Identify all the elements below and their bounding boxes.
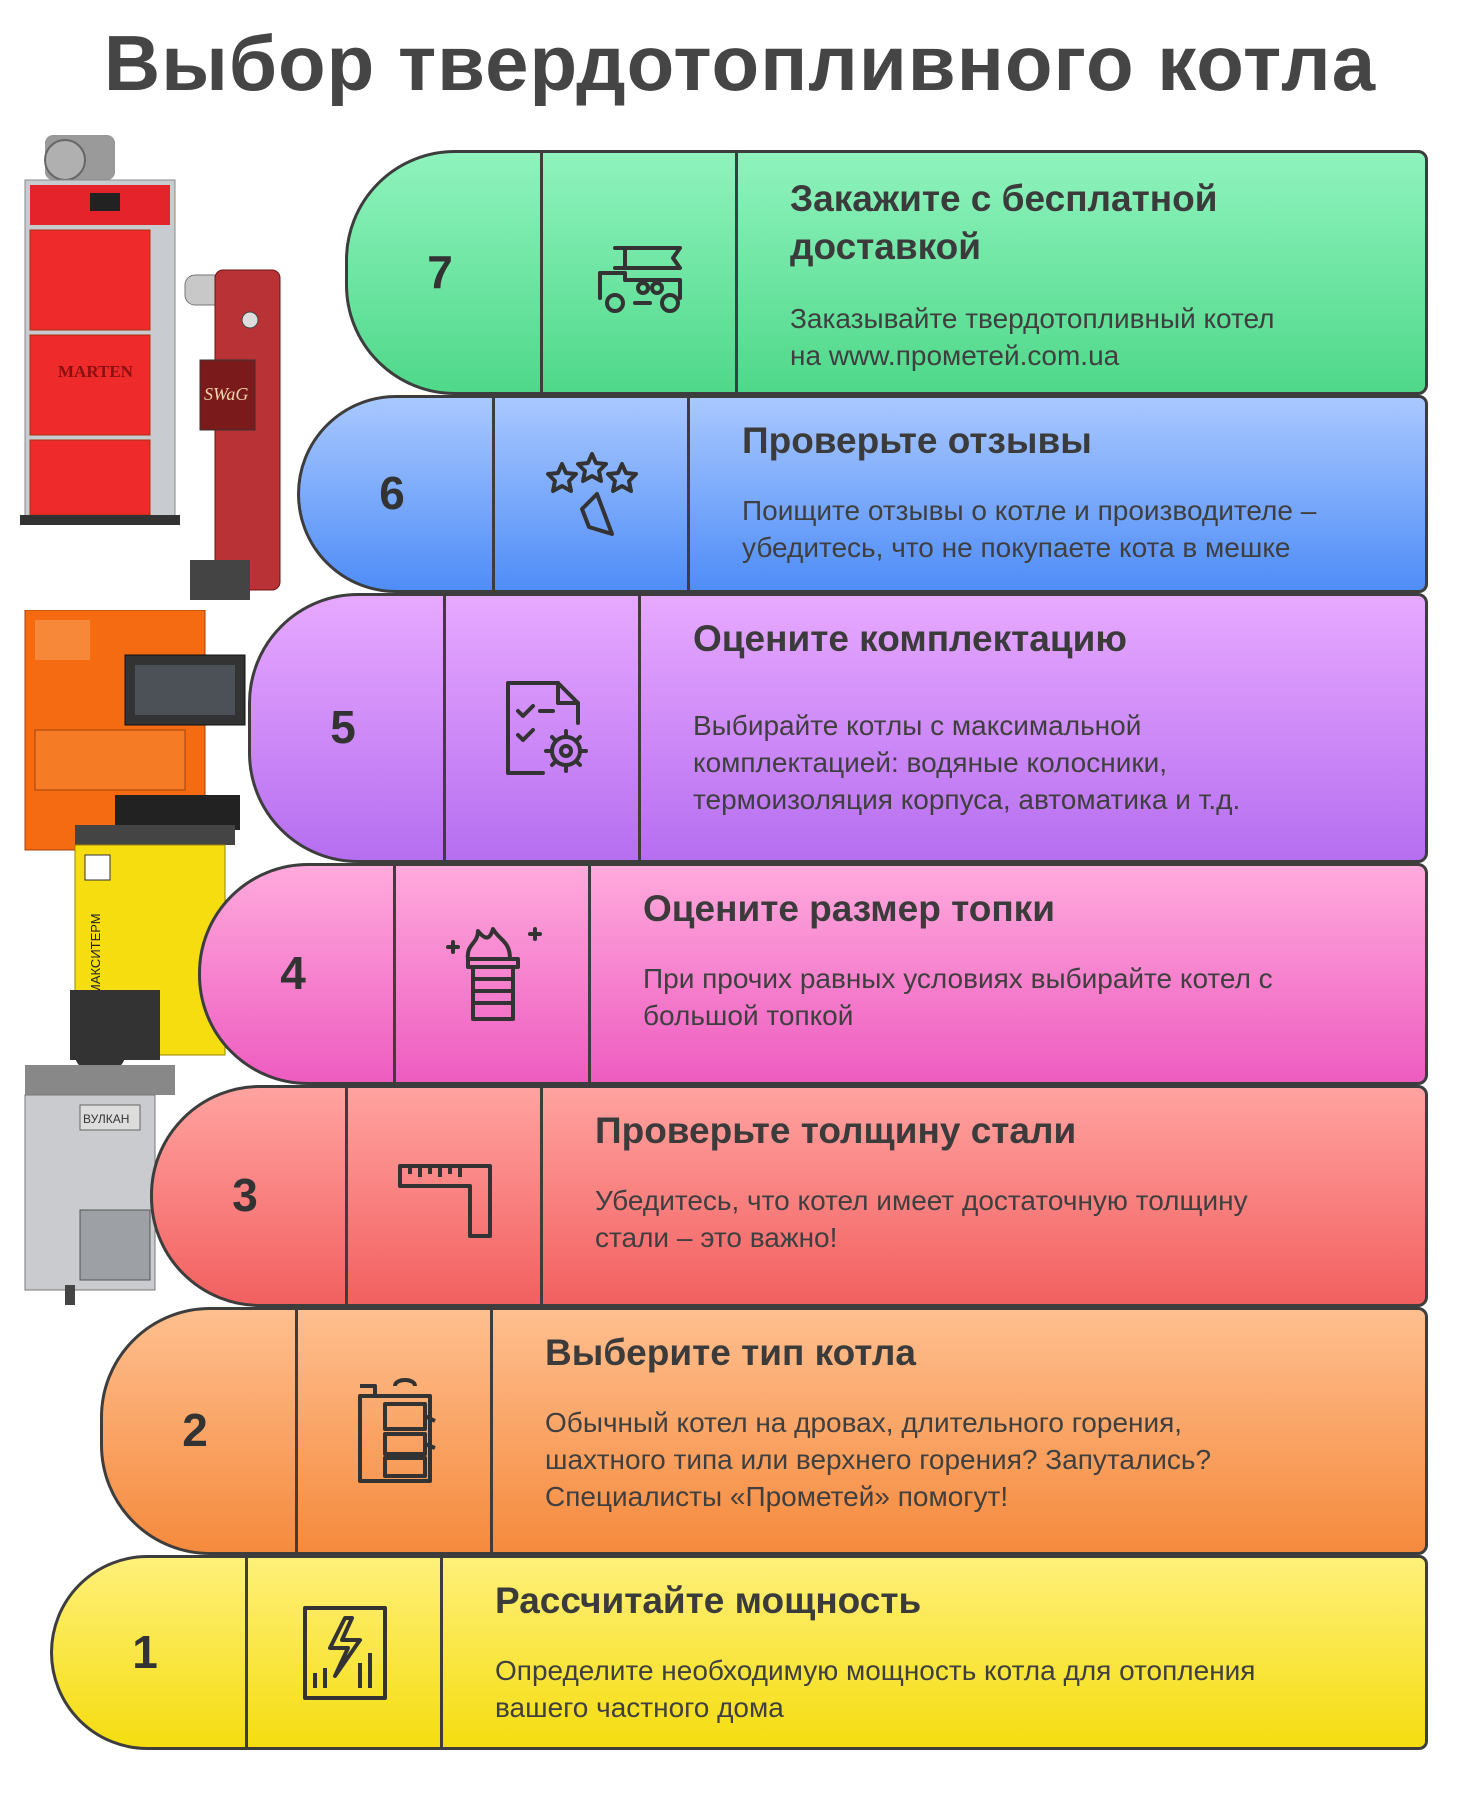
step-card-background [345,150,1428,395]
firebox-icon [438,919,548,1029]
step-number: 5 [330,701,356,753]
step-divider [443,593,446,863]
step-divider [245,1555,248,1750]
page-title: Выбор твердотопливного котла [103,19,1377,107]
step-description-line: большой топкой [643,1000,854,1031]
step-number: 1 [132,1625,158,1678]
boiler-orange-illustration [15,609,250,870]
step-description-line: стали – это важно! [595,1222,838,1253]
step-title: Оцените размер топки [643,888,1055,929]
ruler-icon [390,1141,500,1251]
step-title: Выберите тип котла [545,1332,916,1373]
step-title: Проверьте толщину стали [595,1110,1077,1151]
step-divider [492,395,495,593]
step-card-background [150,1085,1428,1307]
boiler-swag-illustration: SWaG [180,260,290,620]
step-number: 3 [232,1169,258,1221]
step-description-line: Обычный котел на дровах, длительного гор… [545,1407,1183,1438]
step-description-line: При прочих равных условиях выбирайте кот… [643,963,1273,994]
step-divider [540,150,543,395]
step-title: Рассчитайте мощность [495,1580,922,1621]
step-description-line: вашего частного дома [495,1692,784,1723]
step-description-line: Поищите отзывы о котле и производителе – [742,495,1317,526]
step-description-line: Специалисты «Прометей» помогут! [545,1481,1009,1512]
step-title: Оцените комплектацию [693,618,1127,659]
step-number: 4 [280,947,306,999]
step-divider [345,1085,348,1307]
step-number: 6 [379,467,405,519]
step-title-line2: доставкой [790,226,981,267]
step-description-line: на www.прометей.com.ua [790,340,1120,371]
step-description-line: Определите необходимую мощность котла дл… [495,1655,1256,1686]
boiler-marten-illustration: MARTEN [20,135,180,565]
boiler-vulkan-illustration: ВУЛКАН [20,1030,180,1310]
step-divider [295,1307,298,1555]
step-title: Проверьте отзывы [742,420,1092,461]
step-description-line: убедитесь, что не покупаете кота в мешке [742,532,1291,563]
step-description-line: термоизоляция корпуса, автоматика и т.д. [693,784,1241,815]
vulkan-brand-logo: ВУЛКАН [83,1112,129,1126]
step-card-background [100,1307,1428,1555]
step-divider [393,863,396,1085]
step-title: Закажите с бесплатной [790,178,1218,219]
marten-brand-logo: MARTEN [58,362,134,381]
step-description-line: Выбирайте котлы с максимальной [693,710,1142,741]
step-description-line: комплектацией: водяные колосники, [693,747,1168,778]
power-chart-icon [290,1598,400,1708]
step-number: 2 [182,1404,208,1456]
step-number: 7 [427,245,453,298]
step-divider [638,593,641,863]
step-divider [588,863,591,1085]
step-divider [735,150,738,395]
boiler-icon [340,1376,450,1486]
step-card-background [50,1555,1428,1750]
step-card-background [198,863,1428,1085]
step-divider [490,1307,493,1555]
step-divider [440,1555,443,1750]
maxiterm-brand-logo: МАКСИТЕРМ [88,913,103,995]
swag-brand-logo: SWaG [204,384,248,404]
step-description-line: Убедитесь, что котел имеет достаточную т… [595,1185,1248,1216]
step-description-line: шахтного типа или верхнего горения? Запу… [545,1444,1212,1475]
step-card-background [297,395,1428,593]
step-description-line: Заказывайте твердотопливный котел [790,303,1275,334]
checklist-gear-icon [488,673,598,783]
step-divider [687,395,690,593]
review-stars-icon [537,439,647,549]
delivery-truck-icon [585,218,695,328]
step-divider [540,1085,543,1307]
